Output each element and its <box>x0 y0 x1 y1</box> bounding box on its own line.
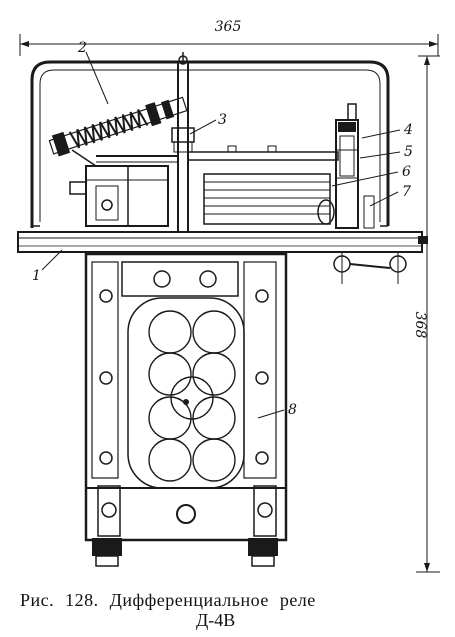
figure-caption-model: Д-4В <box>196 610 236 630</box>
magnetic-system <box>69 149 178 227</box>
height-dimension-label: 368 <box>412 312 428 339</box>
callout-1: 1 <box>32 268 41 284</box>
width-dimension-label: 365 <box>215 19 242 35</box>
adjusting-spring <box>48 96 188 157</box>
figure-caption: Рис. 128. Дифференциальное реле <box>20 590 316 610</box>
damper-disc-stack <box>203 173 335 225</box>
mounting-feet <box>85 485 287 567</box>
contact-arm <box>187 145 339 161</box>
base-plate <box>17 231 423 253</box>
central-spindle <box>171 52 195 233</box>
terminal-array <box>127 297 245 489</box>
relay-cover <box>30 60 390 228</box>
callout-4: 4 <box>403 122 413 138</box>
callout-2: 2 <box>77 40 87 56</box>
side-rails <box>91 261 277 479</box>
callout-6: 6 <box>402 164 411 180</box>
leader-lines <box>41 51 401 419</box>
contact-assembly <box>335 103 375 229</box>
callout-7: 7 <box>402 184 411 200</box>
callout-5: 5 <box>404 144 413 160</box>
width-dimension: 365 <box>19 19 439 56</box>
callout-8: 8 <box>288 402 297 418</box>
rear-terminals <box>333 236 428 284</box>
callout-3: 3 <box>218 112 227 128</box>
height-dimension: 368 <box>412 55 440 573</box>
callout-labels: 2 3 4 5 6 7 1 8 <box>32 40 413 418</box>
